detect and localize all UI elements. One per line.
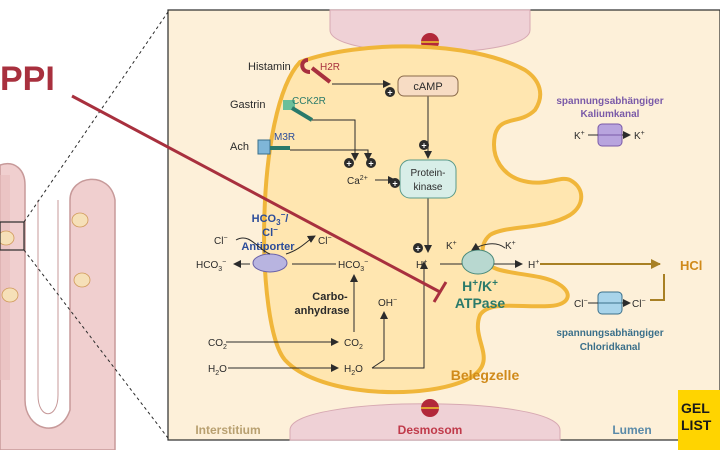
pump-h-lumen-label: H+ bbox=[528, 259, 539, 271]
hcl-label: HCl bbox=[680, 258, 702, 273]
camp-label: cAMP bbox=[413, 81, 442, 93]
hydroxide-label: OH− bbox=[378, 297, 397, 309]
atpase-name-line2: ATPase bbox=[455, 295, 506, 311]
antiporter-arrows bbox=[233, 235, 336, 268]
camp-box bbox=[397, 75, 459, 97]
gastrin-label: Gastrin bbox=[230, 99, 265, 111]
carbonic-arrows bbox=[226, 261, 428, 372]
m3r-receptor-icon bbox=[257, 139, 290, 155]
atpase-name-line1: H+/K+ bbox=[462, 278, 498, 294]
co2-cell-label: CO2 bbox=[344, 338, 363, 351]
kchannel-label-line1: spannungsabhängiger bbox=[556, 96, 663, 107]
h2o-interstitial-label: H2O bbox=[208, 364, 227, 377]
pump-k-in-label: K+ bbox=[446, 240, 457, 252]
carbonic-anhydrase-line1: Carbo- bbox=[312, 291, 348, 303]
h2r-receptor-icon bbox=[300, 58, 332, 84]
region-desmosom-label: Desmosom bbox=[398, 423, 463, 437]
desmosom-bottom bbox=[289, 399, 561, 441]
hco3-interstitial-label: HCO3− bbox=[196, 259, 226, 273]
kchannel-k-left: K+ bbox=[574, 130, 585, 142]
plus-sign: + bbox=[392, 179, 397, 189]
plus-markers: + + + + + + bbox=[344, 87, 429, 254]
ppi-label: PPI bbox=[0, 60, 55, 98]
h2r-label: H2R bbox=[320, 62, 340, 73]
cell-name-label: Belegzelle bbox=[451, 367, 520, 383]
pump-k-out-label: K+ bbox=[505, 240, 516, 252]
carbonic-anhydrase-line2: anhydrase bbox=[294, 305, 349, 317]
clchannel-cl-left: Cl− bbox=[574, 298, 588, 310]
brand-line2: LIST bbox=[681, 417, 712, 433]
plus-sign: + bbox=[368, 159, 373, 169]
zoom-box bbox=[0, 221, 25, 251]
region-interstitium-label: Interstitium bbox=[195, 423, 260, 437]
m3r-label: M3R bbox=[274, 132, 295, 143]
clchannel-label-line2: Chloridkanal bbox=[580, 342, 641, 353]
cl-cell-label: Cl− bbox=[318, 235, 332, 247]
cck2r-label: CCK2R bbox=[292, 96, 326, 107]
zoom-line-top bbox=[23, 11, 169, 223]
proteinkinase-line2: kinase bbox=[414, 182, 443, 193]
svg-text:Antiporter: Antiporter bbox=[241, 241, 295, 253]
hcl-arrow-cl bbox=[650, 274, 665, 301]
hco3-cell-label: HCO3− bbox=[338, 259, 368, 273]
pump-arrows bbox=[440, 242, 523, 268]
h2o-cell-label: H2O bbox=[344, 364, 363, 377]
plus-sign: + bbox=[387, 88, 392, 98]
atpase-pump-icon bbox=[461, 249, 495, 275]
proteinkinase-line1: Protein- bbox=[410, 168, 445, 179]
brand-line1: GEL bbox=[681, 400, 710, 416]
kchannel-label-line2: Kaliumkanal bbox=[581, 109, 640, 120]
proteinkinase-box bbox=[399, 159, 457, 199]
svg-text:Cl−: Cl− bbox=[262, 225, 278, 239]
ppi-inhibition-line bbox=[71, 94, 441, 294]
co2-interstitial-label: CO2 bbox=[208, 338, 227, 351]
potassium-channel-icon bbox=[597, 123, 623, 147]
gastric-gland-illustration bbox=[0, 163, 116, 450]
svg-text:HCO3−/: HCO3−/ bbox=[252, 210, 289, 227]
plus-sign: + bbox=[415, 244, 420, 254]
cl-intracellular-label: Cl− bbox=[214, 235, 228, 247]
plus-sign: + bbox=[346, 159, 351, 169]
calcium-label: Ca2+ bbox=[347, 175, 368, 187]
pump-h-intracellular: H+ bbox=[416, 259, 427, 271]
plus-sign: + bbox=[421, 141, 426, 151]
ppi-inhibition-bar bbox=[432, 281, 448, 303]
clchannel-label-line1: spannungsabhängiger bbox=[556, 328, 663, 339]
brand-logo: GEL LIST bbox=[678, 390, 720, 450]
antiporter-icon bbox=[252, 253, 288, 273]
cck2r-receptor-icon bbox=[283, 100, 314, 122]
region-lumen-label: Lumen bbox=[612, 423, 651, 437]
chloride-channel-icon bbox=[597, 291, 623, 315]
ach-label: Ach bbox=[230, 141, 249, 153]
histamin-label: Histamin bbox=[248, 61, 291, 73]
